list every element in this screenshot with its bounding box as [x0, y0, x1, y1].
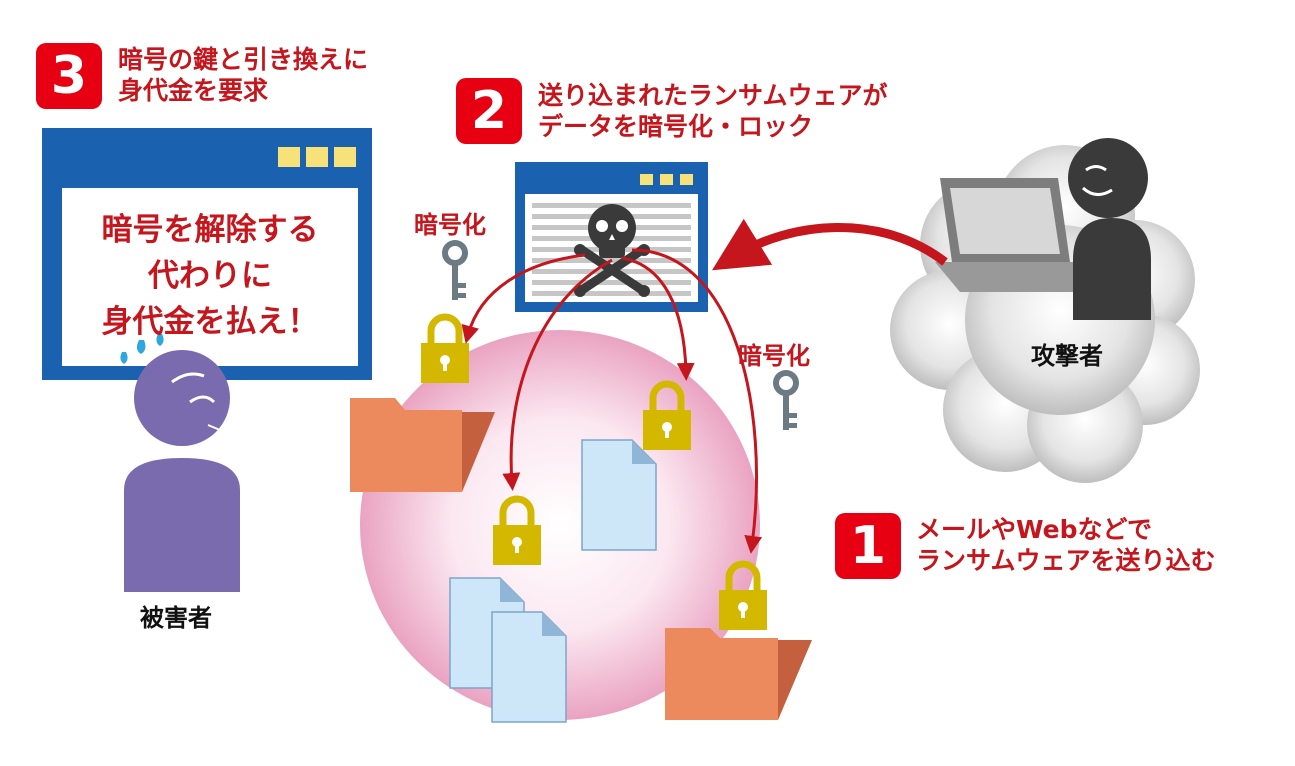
- lock-icon: [421, 317, 469, 383]
- key-icon: [776, 373, 797, 430]
- encrypt-label-right: 暗号化: [738, 342, 810, 370]
- skull-icon: [574, 204, 650, 297]
- step-2-text: 送り込まれたランサムウェアが データを暗号化・ロック: [538, 80, 888, 142]
- attacker-label: 攻撃者: [1031, 342, 1103, 370]
- key-icon: [445, 243, 466, 300]
- ransom-note-line2: 代わりに: [148, 258, 272, 294]
- encrypt-label-left: 暗号化: [414, 211, 486, 239]
- ransom-note-line1: 暗号を解除する: [101, 212, 319, 248]
- attack-arrow: [712, 218, 948, 271]
- folder-icon: [665, 628, 812, 720]
- step-2-badge: 2: [456, 78, 522, 144]
- step-3-line1: 暗号の鍵と引き換えに: [118, 45, 369, 74]
- ransom-window: [42, 128, 372, 380]
- step-1-text: メールやWebなどで ランサムウェアを送り込む: [916, 514, 1216, 576]
- step-2-line1: 送り込まれたランサムウェアが: [538, 81, 888, 110]
- laptop-icon: [935, 178, 1100, 292]
- document-icon: [491, 611, 567, 723]
- step-1-line1: メールやWebなどで: [916, 515, 1153, 544]
- attacker-figure: [1068, 138, 1151, 320]
- step-3-line2: 身代金を要求: [118, 76, 269, 105]
- encryption-arrows: [461, 248, 763, 554]
- ransom-note: 暗号を解除する 代わりに 身代金を払え！: [62, 190, 358, 362]
- step-1-line2: ランサムウェアを送り込む: [916, 546, 1216, 575]
- step-3-text: 暗号の鍵と引き換えに 身代金を要求: [118, 44, 368, 106]
- step-2-line2: データを暗号化・ロック: [538, 112, 814, 141]
- document-icon: [581, 439, 657, 551]
- step-1-badge: 1: [835, 513, 901, 579]
- folder-icon: [350, 398, 495, 492]
- victim-label: 被害者: [140, 604, 212, 632]
- ransom-note-line3: 身代金を払え！: [101, 304, 319, 340]
- victim-figure: [120, 334, 240, 592]
- step-3-badge: 3: [36, 43, 102, 109]
